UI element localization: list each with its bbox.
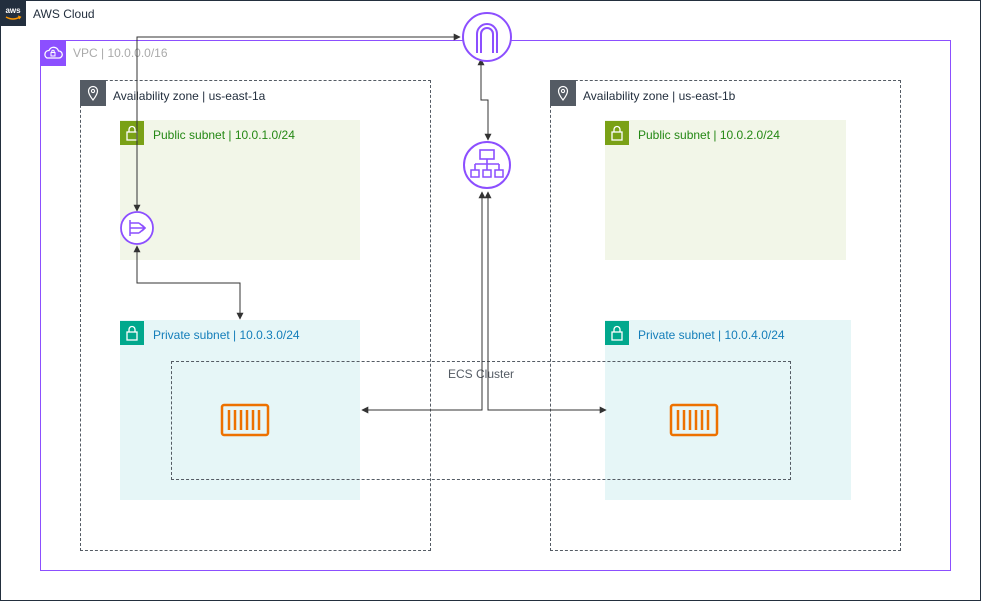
nat-to-igw-connector — [133, 33, 461, 212]
lock-icon — [120, 321, 144, 345]
public-subnet-2 — [605, 120, 846, 260]
vpc-cloud-icon — [40, 40, 66, 66]
public-subnet-2-label: Public subnet | 10.0.2.0/24 — [638, 128, 780, 142]
aws-badge-text: aws — [5, 6, 21, 15]
internet-gateway-icon — [462, 12, 512, 62]
ecs-container-icon — [220, 403, 270, 437]
lock-icon — [605, 121, 629, 145]
availability-zone-2-label: Availability zone | us-east-1b — [583, 89, 736, 103]
aws-cloud-label: AWS Cloud — [33, 7, 95, 21]
location-pin-icon — [80, 80, 106, 106]
ecs-container-icon — [669, 403, 719, 437]
nat-gateway-icon — [120, 211, 154, 245]
alb-to-ecs-right-connector — [484, 191, 607, 414]
aws-cloud-icon: aws — [0, 0, 26, 26]
private-subnet-1-label: Private subnet | 10.0.3.0/24 — [153, 328, 300, 342]
application-load-balancer-icon — [463, 141, 511, 189]
private-subnet-2-label: Private subnet | 10.0.4.0/24 — [638, 328, 785, 342]
alb-to-ecs-left-connector — [361, 191, 486, 414]
location-pin-icon — [550, 80, 576, 106]
private-subnet-2 — [605, 320, 851, 500]
nat-to-private-subnet-connector — [133, 245, 244, 320]
lock-icon — [605, 321, 629, 345]
igw-to-alb-connector — [477, 58, 492, 141]
